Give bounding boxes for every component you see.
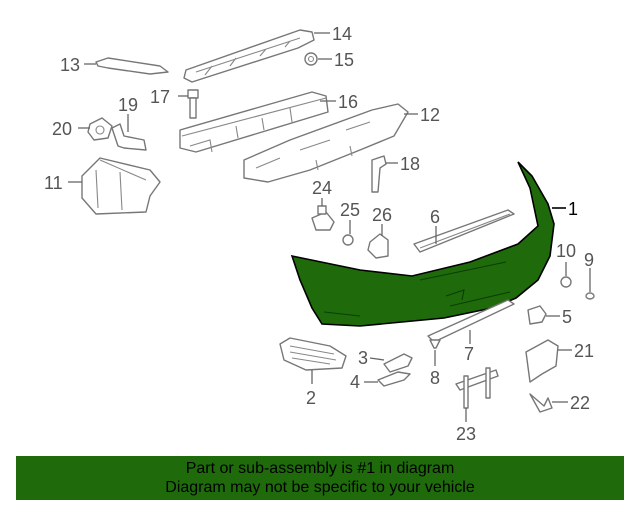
callout-25[interactable]: 25 — [340, 200, 360, 220]
part-23-support[interactable] — [455, 367, 499, 409]
part-12-deflector[interactable] — [243, 103, 409, 183]
callout-5[interactable]: 5 — [562, 307, 572, 327]
part-6-strip[interactable] — [413, 209, 515, 253]
part-10-clip[interactable] — [560, 276, 572, 288]
part-15-clip[interactable] — [304, 52, 318, 66]
callout-9[interactable]: 9 — [584, 250, 594, 270]
part-18-bracket[interactable] — [371, 155, 387, 193]
callout-15[interactable]: 15 — [334, 50, 354, 70]
callout-14[interactable]: 14 — [332, 24, 352, 44]
callout-23[interactable]: 23 — [456, 424, 476, 444]
callout-18[interactable]: 18 — [400, 154, 420, 174]
callout-19[interactable]: 19 — [118, 95, 138, 115]
part-19-bracket[interactable] — [111, 123, 147, 151]
callout-10[interactable]: 10 — [556, 241, 576, 261]
callout-6[interactable]: 6 — [430, 207, 440, 227]
callout-17[interactable]: 17 — [150, 87, 170, 107]
part-25-grommet[interactable] — [342, 234, 354, 246]
part-20-gasket[interactable] — [87, 117, 113, 141]
callout-3[interactable]: 3 — [358, 348, 368, 368]
callout-8[interactable]: 8 — [430, 368, 440, 388]
banner-line-1: Part or sub-assembly is #1 in diagram — [185, 460, 455, 477]
callout-4[interactable]: 4 — [350, 372, 360, 392]
leader-3 — [369, 357, 385, 361]
part-5-plug[interactable] — [527, 305, 547, 325]
part-16-absorber[interactable] — [179, 91, 329, 153]
callout-20[interactable]: 20 — [52, 119, 72, 139]
part-22-clip[interactable] — [529, 393, 553, 413]
part-4-bracket[interactable] — [377, 371, 411, 387]
part-14-reinforcement[interactable] — [183, 29, 315, 83]
parts-diagram: 1 2 3 4 5 6 7 8 9 10 11 12 13 14 15 16 1… — [44, 24, 595, 444]
callout-16[interactable]: 16 — [338, 92, 358, 112]
callout-26[interactable]: 26 — [372, 205, 392, 225]
part-21-housing[interactable] — [525, 339, 559, 383]
part-13-trim[interactable] — [95, 57, 169, 75]
part-17-bolt[interactable] — [187, 89, 199, 119]
part-9-washer[interactable] — [585, 292, 595, 300]
callout-21[interactable]: 21 — [574, 341, 594, 361]
callout-24[interactable]: 24 — [312, 178, 332, 198]
callout-7[interactable]: 7 — [464, 344, 474, 364]
banner-line-2: Diagram may not be specific to your vehi… — [165, 479, 475, 496]
part-1-bumper-cover[interactable] — [290, 161, 555, 327]
part-11-duct[interactable] — [81, 157, 161, 215]
part-24-sensor[interactable] — [311, 205, 335, 231]
callout-2[interactable]: 2 — [306, 388, 316, 408]
part-8-screw[interactable] — [429, 339, 441, 349]
part-3-bracket[interactable] — [383, 353, 413, 373]
callout-11[interactable]: 11 — [44, 173, 63, 193]
callout-12[interactable]: 12 — [420, 105, 440, 125]
callout-13[interactable]: 13 — [60, 55, 80, 75]
bumper-cover-shape[interactable] — [290, 161, 555, 327]
callout-22[interactable]: 22 — [570, 393, 590, 413]
part-2-grille[interactable] — [279, 337, 347, 371]
part-26-housing[interactable] — [367, 233, 389, 259]
callout-1[interactable]: 1 — [568, 199, 578, 219]
info-banner: Part or sub-assembly is #1 in diagram Di… — [16, 456, 624, 500]
